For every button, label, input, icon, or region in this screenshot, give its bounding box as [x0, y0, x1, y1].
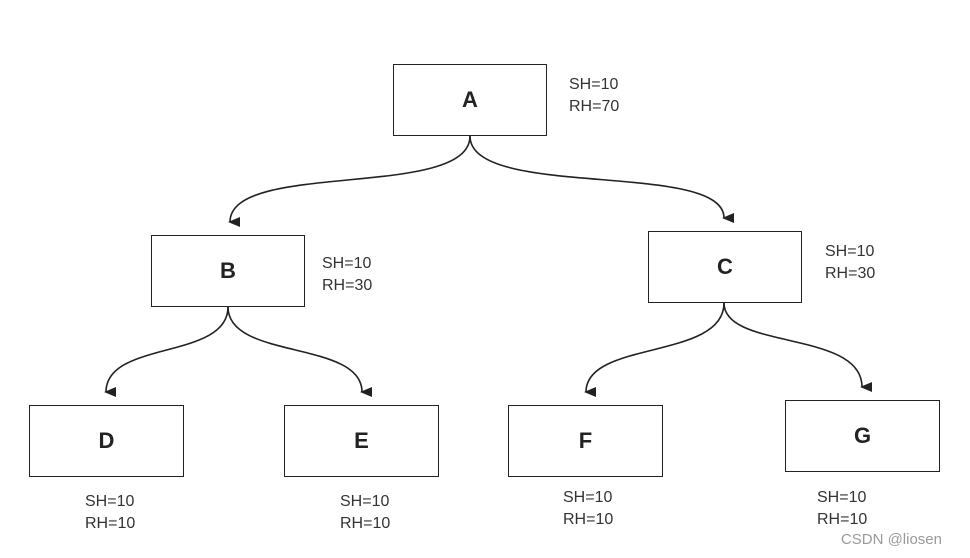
- node-a-sh: SH=10: [569, 76, 619, 93]
- node-a: A: [393, 64, 547, 136]
- node-e-sh: SH=10: [340, 493, 390, 510]
- node-a-label: A: [462, 87, 478, 112]
- node-c-sh: SH=10: [825, 243, 875, 260]
- node-f-meta: SH=10 RH=10: [563, 487, 613, 531]
- node-d-label: D: [98, 428, 115, 453]
- node-f-label: F: [578, 428, 593, 453]
- node-f-sh: SH=10: [563, 489, 613, 506]
- node-e-rh: RH=10: [340, 515, 391, 532]
- node-d-rh: RH=10: [85, 515, 136, 532]
- node-b-meta: SH=10 RH=30: [322, 253, 372, 297]
- node-f: F: [508, 405, 663, 477]
- edge-b-d: [104, 306, 229, 398]
- node-b-rh: RH=30: [322, 277, 373, 294]
- node-a-meta: SH=10 RH=70: [569, 74, 619, 118]
- node-b: B: [151, 235, 305, 307]
- node-f-rh: RH=10: [563, 511, 614, 528]
- node-d-meta: SH=10 RH=10: [85, 491, 135, 535]
- node-b-sh: SH=10: [322, 255, 372, 272]
- node-g-label: G: [853, 423, 872, 448]
- node-b-label: B: [220, 258, 236, 283]
- node-c-label: C: [717, 254, 733, 279]
- node-e-meta: SH=10 RH=10: [340, 491, 390, 535]
- edge-c-g: [723, 302, 873, 392]
- node-e: E: [284, 405, 439, 477]
- node-g: G: [785, 400, 940, 472]
- node-g-sh: SH=10: [817, 489, 867, 506]
- node-c: C: [648, 231, 802, 303]
- node-c-meta: SH=10 RH=30: [825, 241, 875, 285]
- edge-b-e: [227, 306, 373, 397]
- edge-c-f: [584, 302, 725, 398]
- edge-a-c: [469, 135, 735, 223]
- node-d: D: [29, 405, 184, 477]
- node-d-sh: SH=10: [85, 493, 135, 510]
- node-c-rh: RH=30: [825, 265, 876, 282]
- node-g-meta: SH=10 RH=10: [817, 487, 867, 531]
- node-e-label: E: [354, 428, 369, 453]
- node-a-rh: RH=70: [569, 98, 620, 115]
- node-g-rh: RH=10: [817, 511, 868, 528]
- edge-a-b: [228, 135, 471, 228]
- watermark: CSDN @liosen: [840, 531, 942, 548]
